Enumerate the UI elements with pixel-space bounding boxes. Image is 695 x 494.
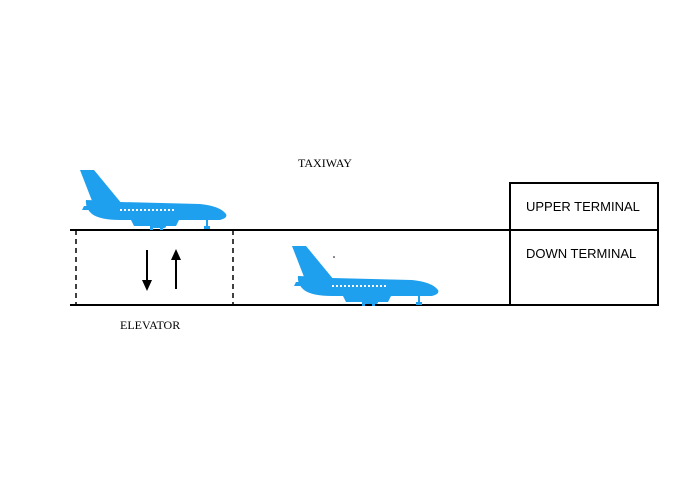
plane-window	[132, 209, 134, 211]
plane-window	[380, 285, 382, 287]
plane-window	[152, 209, 154, 211]
plane-window	[360, 285, 362, 287]
plane-window	[340, 285, 342, 287]
plane-window	[384, 285, 386, 287]
plane-window	[356, 285, 358, 287]
airplane-icon	[80, 170, 227, 230]
plane-window	[160, 209, 162, 211]
plane-window	[148, 209, 150, 211]
plane-window	[348, 285, 350, 287]
plane-window	[128, 209, 130, 211]
plane-window	[144, 209, 146, 211]
plane-window	[368, 285, 370, 287]
plane-window	[344, 285, 346, 287]
stray-dot	[333, 256, 335, 258]
airplane-icon	[292, 246, 439, 306]
taxiway-label: TAXIWAY	[298, 156, 352, 170]
upper-terminal-label: UPPER TERMINAL	[526, 199, 640, 214]
plane-window	[164, 209, 166, 211]
plane-window	[124, 209, 126, 211]
arrow-down-icon	[142, 250, 152, 291]
plane-window	[336, 285, 338, 287]
arrow-up-icon	[171, 249, 181, 289]
plane-window	[140, 209, 142, 211]
plane-window	[376, 285, 378, 287]
plane-window	[372, 285, 374, 287]
plane-window	[332, 285, 334, 287]
plane-window	[168, 209, 170, 211]
plane-window	[364, 285, 366, 287]
plane-window	[120, 209, 122, 211]
plane-window	[352, 285, 354, 287]
plane-window	[156, 209, 158, 211]
plane-window	[136, 209, 138, 211]
down-terminal-box	[509, 229, 659, 306]
plane-window	[172, 209, 174, 211]
down-terminal-label: DOWN TERMINAL	[526, 246, 636, 261]
elevator-label: ELEVATOR	[120, 318, 180, 332]
